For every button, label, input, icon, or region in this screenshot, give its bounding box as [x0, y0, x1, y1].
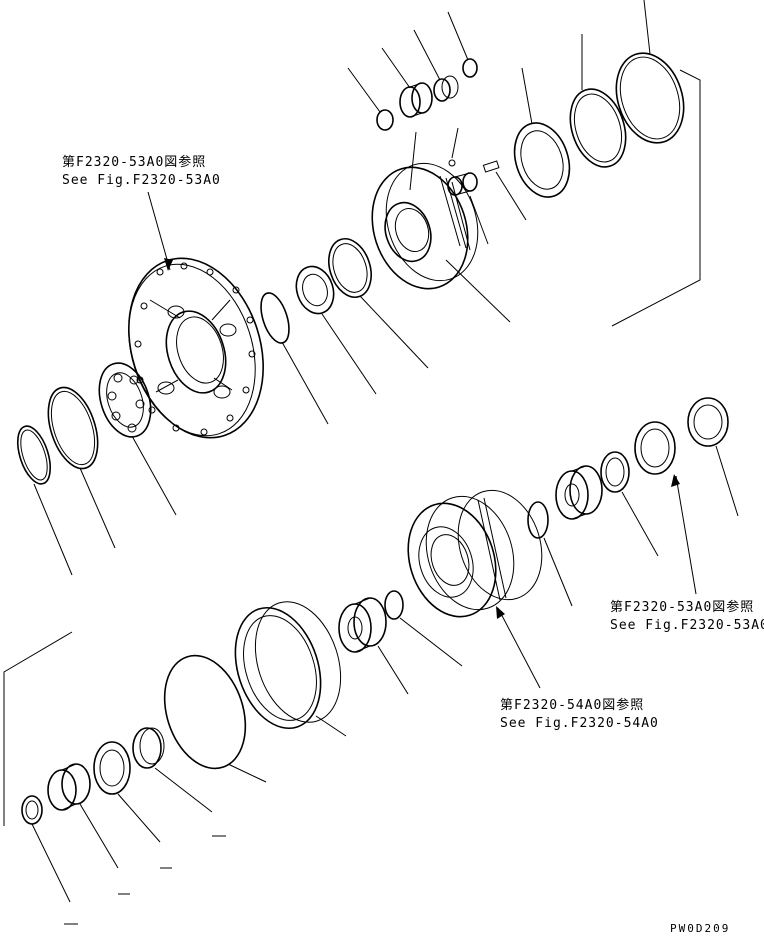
bearing-lower — [93, 741, 131, 795]
planet-carrier-upper — [371, 162, 479, 290]
spacer — [132, 727, 165, 769]
bearing-right-1 — [687, 397, 729, 447]
bearing-mid — [295, 265, 335, 315]
shaft-pin — [447, 172, 478, 196]
snap-ring-4 — [569, 88, 627, 168]
large-ring-top — [615, 52, 685, 144]
thrust-ring — [328, 238, 372, 298]
reference-label-2: 第F2320-53A0図参照 See Fig.F2320-53A0 — [610, 599, 764, 633]
small-pin — [482, 160, 500, 173]
svg-text:第F2320-54A0図参照: 第F2320-54A0図参照 — [500, 697, 644, 713]
snap-ring-1 — [16, 425, 52, 485]
snap-ring-5 — [527, 501, 549, 539]
collar — [600, 451, 630, 493]
washer-lower — [21, 795, 43, 825]
ref-arrows — [164, 258, 680, 619]
sun-gear — [338, 597, 387, 653]
needle-bearing — [433, 75, 459, 102]
svg-text:See Fig.F2320-53A0: See Fig.F2320-53A0 — [610, 618, 764, 633]
svg-text:第F2320-53A0図参照: 第F2320-53A0図参照 — [62, 154, 206, 170]
carrier-housing — [128, 257, 264, 439]
planet-carrier-lower — [407, 489, 543, 618]
roller-bearing-lower — [47, 763, 91, 811]
reference-label-3: 第F2320-54A0図参照 See Fig.F2320-54A0 — [500, 697, 659, 731]
spline-gear — [555, 465, 603, 520]
o-ring — [163, 654, 247, 770]
ball — [448, 159, 456, 167]
ring-gear — [234, 601, 342, 730]
snap-ring-3 — [260, 292, 290, 344]
svg-text:See Fig.F2320-54A0: See Fig.F2320-54A0 — [500, 716, 659, 731]
washer-top — [462, 58, 478, 78]
bearing-left — [98, 362, 152, 438]
svg-text:第F2320-53A0図参照: 第F2320-53A0図参照 — [610, 599, 754, 615]
drawing-code: PW0D209 — [670, 922, 730, 935]
snap-ring-2 — [47, 386, 99, 470]
leader-lines — [3, 0, 739, 925]
reference-label-1: 第F2320-53A0図参照 See Fig.F2320-53A0 — [62, 154, 221, 188]
pinion-gear — [399, 82, 433, 118]
snap-ring-6 — [384, 590, 404, 620]
bearing-right-2 — [634, 421, 676, 475]
thrust-plate — [513, 122, 571, 198]
svg-text:See Fig.F2320-53A0: See Fig.F2320-53A0 — [62, 173, 221, 188]
small-ring-top — [376, 109, 394, 131]
